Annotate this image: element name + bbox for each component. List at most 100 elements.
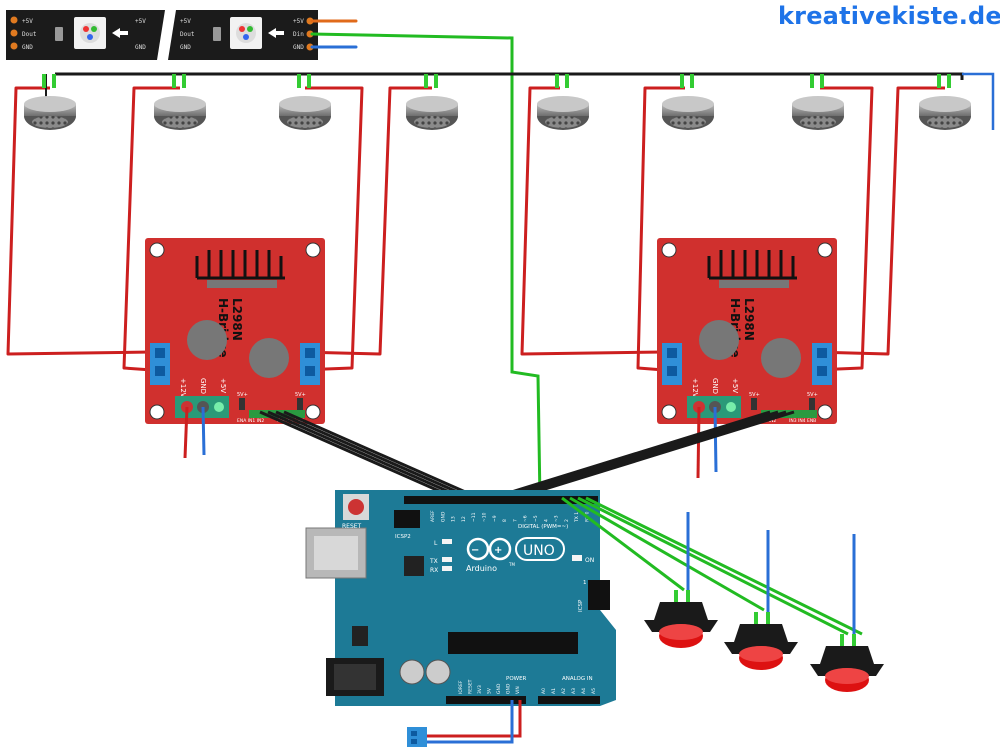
icsp-pin-one: 1 — [583, 580, 587, 586]
pin-label: 2 — [564, 519, 570, 522]
pin-label: A5 — [591, 688, 597, 694]
pin-label: ENA IN1 IN2 — [237, 418, 264, 424]
jumper-label: 5V+ — [807, 392, 818, 398]
uno-label: UNO — [523, 543, 555, 559]
capacitor-icon — [187, 320, 227, 360]
arrow-left-icon — [268, 28, 276, 38]
push-button-icon[interactable] — [644, 512, 718, 648]
vibration-motor-icon — [662, 74, 714, 130]
label-gnd: GND — [711, 378, 719, 394]
ground-rail — [55, 72, 964, 80]
label-5v: +5V — [219, 378, 227, 393]
led-tx-label: TX — [429, 558, 438, 565]
brand-title: kreativekiste.de — [778, 2, 1000, 30]
motor-wires-left — [6, 86, 432, 372]
trademark-label: TM — [508, 562, 515, 567]
pad-label: +5V — [135, 18, 146, 25]
pin-label: AREF — [430, 510, 436, 522]
vibration-motor-icon — [279, 74, 331, 130]
pin-label: IN3 IN4 ENB — [789, 418, 816, 424]
svg-text:+: + — [494, 545, 502, 556]
label-12v: +12V — [179, 378, 187, 398]
pin-label: ~3 — [554, 515, 560, 522]
arduino-logo: − + UNO Arduino TM — [466, 537, 565, 573]
pad-label: GND — [293, 44, 304, 51]
pin-label: ~10 — [482, 512, 488, 522]
capacitor-icon — [699, 320, 739, 360]
led-pad — [10, 16, 18, 24]
pin-label: 12 — [461, 516, 467, 522]
pin-label: 8 — [502, 519, 508, 522]
blue-wire — [201, 406, 206, 456]
power-header — [446, 696, 526, 704]
icsp-label: ICSP — [578, 599, 584, 612]
motor-wires-right — [520, 86, 945, 372]
pad-label: Dout — [180, 31, 195, 38]
pin-label: 4 — [543, 519, 549, 522]
pad-label: +5V — [293, 18, 304, 25]
blue-wire — [962, 72, 995, 130]
hbridge-left: L298N H-Bridge +12V GND +5V 5V+ 5V+ ENA … — [145, 238, 325, 424]
pad-label: GND — [22, 44, 33, 51]
vibration-motor-icon — [154, 74, 206, 130]
heatsink — [707, 250, 797, 280]
pin-label: 7 — [512, 519, 518, 522]
pin-label: TX 1 — [574, 512, 580, 523]
label-5v: +5V — [731, 378, 739, 393]
pad-label: Din — [293, 31, 304, 38]
blue-wire — [713, 406, 718, 473]
pin-label: GND — [440, 511, 446, 522]
label-gnd: GND — [199, 378, 207, 394]
board-model: L298N — [230, 298, 244, 341]
red-wire — [183, 406, 189, 459]
pin-label: ~6 — [523, 515, 529, 522]
pin-label: ~5 — [533, 515, 539, 522]
led-pad — [10, 42, 18, 50]
vibration-motor-icon — [792, 74, 844, 130]
pin-label: A2 — [561, 688, 567, 694]
atmega-chip — [448, 632, 578, 654]
capacitor-icon — [249, 338, 289, 378]
pin-label: A3 — [571, 688, 577, 694]
push-button-icon[interactable] — [724, 530, 798, 670]
pin-label: 3V3 — [477, 685, 483, 694]
pad-label: GND — [135, 44, 146, 51]
arduino-uno: RESET ICSP2 L TX RX − + UNO Arduino TM O… — [305, 490, 616, 706]
vibration-motor-icon — [24, 74, 76, 130]
signal-wires — [259, 410, 795, 500]
digital-header — [404, 496, 598, 504]
pad-label: +5V — [22, 18, 33, 25]
led-rx-label: RX — [430, 567, 438, 574]
pad-label: +5V — [180, 18, 191, 25]
push-button-icon[interactable] — [810, 534, 884, 692]
power-label: POWER — [506, 676, 527, 682]
arduino-label: Arduino — [466, 564, 497, 573]
heatsink — [195, 250, 285, 280]
jumper-label: 5V+ — [295, 392, 306, 398]
pin-label: ~11 — [471, 512, 477, 522]
pin-label: GND — [506, 683, 512, 694]
led-on-label: ON — [585, 557, 594, 564]
icsp2-label: ICSP2 — [395, 534, 411, 540]
capacitor-icon — [761, 338, 801, 378]
label-12v: +12V — [691, 378, 699, 398]
pin-label: RESET — [468, 679, 474, 694]
pin-label: A1 — [551, 688, 557, 694]
led-pad — [10, 29, 18, 37]
pin-label: 5V — [487, 687, 493, 694]
led-l-label: L — [434, 540, 438, 547]
svg-text:−: − — [471, 545, 479, 556]
reset-label: RESET — [342, 523, 362, 530]
vibration-motor-icon — [919, 74, 971, 130]
analog-header — [538, 696, 600, 704]
led-strip: +5V Dout GND +5V GND +5V Dout GND +5V Di… — [6, 10, 318, 60]
hbridge-right: L298N H-Bridge +12V GND +5V 5V+ 5V+ ENA … — [657, 238, 837, 424]
led-wires — [310, 19, 542, 502]
digital-label: DIGITAL (PWM=~) — [518, 524, 568, 530]
board-model: L298N — [742, 298, 756, 341]
power-wires — [426, 700, 522, 744]
analog-label: ANALOG IN — [562, 676, 593, 682]
